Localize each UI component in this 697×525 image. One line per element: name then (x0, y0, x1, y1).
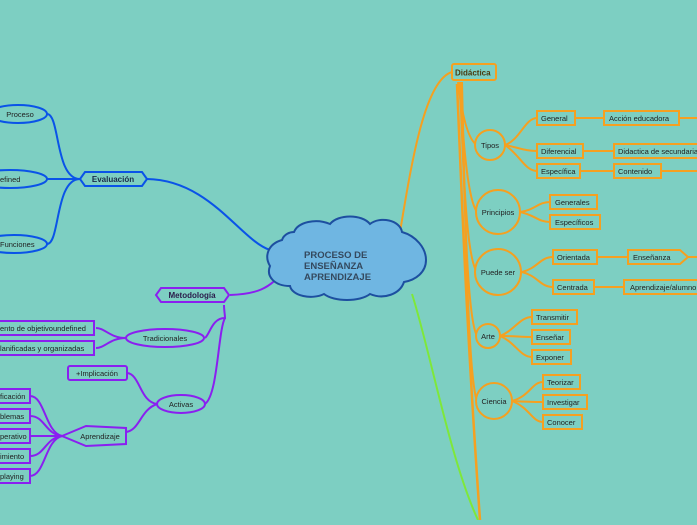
node-exponer-label: Exponer (536, 353, 564, 362)
node-ensenanza-label: Enseñanza (633, 253, 671, 262)
node-ensenar[interactable]: Enseñar (531, 329, 571, 345)
central-title-line3: APRENDIZAJE (304, 272, 371, 283)
node-especifica[interactable]: Específica (536, 163, 581, 179)
node-tradicionales-item1[interactable]: ento de objetivoundefined (0, 320, 95, 336)
node-aprendizaje[interactable]: Aprendizaje (59, 424, 127, 448)
node-didactica-secundaria-label: Didactica de secundaria (618, 147, 697, 156)
node-proceso[interactable]: Proceso (0, 104, 48, 124)
node-ciencia-label: Ciencia (481, 397, 507, 406)
node-tradicionales-label: Tradicionales (143, 334, 188, 343)
node-orientada[interactable]: Orientada (552, 249, 598, 265)
didactica-connectors (399, 71, 697, 521)
node-principios-label: Principios (482, 208, 515, 217)
aprendizaje-item-label: blemas (0, 412, 24, 421)
node-evaluacion-label: Evaluación (92, 175, 134, 184)
node-exponer[interactable]: Exponer (531, 349, 572, 365)
node-especifica-label: Específica (541, 167, 576, 176)
node-activas-label: Activas (169, 400, 193, 409)
node-tradicionales-item2-label: lanificadas y organizadas (0, 344, 84, 353)
node-accion-educadora[interactable]: Acción educadora (603, 110, 680, 126)
aprendizaje-item-box (0, 388, 31, 404)
node-accion-educadora-label: Acción educadora (609, 114, 670, 123)
node-especificos[interactable]: Específicos (549, 214, 601, 230)
node-arte-label: Arte (481, 332, 495, 341)
aprendizaje-item-box (0, 448, 31, 464)
node-tipos[interactable]: Tipos (474, 129, 506, 161)
node-investigar[interactable]: Investigar (542, 394, 588, 410)
node-aprendizaje-alumno[interactable]: Aprendizaje/alumno (623, 279, 697, 295)
node-ciencia[interactable]: Ciencia (475, 382, 513, 420)
node-tradicionales-item1-label: ento de objetivoundefined (0, 324, 86, 333)
node-aprendizaje-label: Aprendizaje (80, 432, 120, 441)
node-activas[interactable]: Activas (156, 394, 206, 414)
node-implicacion[interactable]: +Implicación (67, 365, 128, 381)
aprendizaje-item-label: playing (0, 472, 24, 481)
node-proceso-label: Proceso (6, 110, 34, 119)
node-implicacion-label: +Implicación (76, 369, 118, 378)
node-centrada[interactable]: Centrada (552, 279, 595, 295)
node-metodologia-label: Metodología (168, 291, 216, 300)
node-didactica-secundaria[interactable]: Didactica de secundaria (613, 143, 697, 159)
node-general[interactable]: General (536, 110, 576, 126)
node-tradicionales-item2[interactable]: lanificadas y organizadas (0, 340, 95, 356)
aprendizaje-item[interactable]: ficación (0, 388, 31, 404)
central-cloud-shape (266, 215, 428, 301)
aprendizaje-item-label: ficación (0, 392, 25, 401)
node-diferencial[interactable]: Diferencial (536, 143, 584, 159)
node-centrada-label: Centrada (557, 283, 589, 292)
aprendizaje-item-box (0, 428, 31, 444)
node-especificos-label: Específicos (555, 218, 594, 227)
central-topic[interactable]: PROCESO DE ENSEÑANZA APRENDIZAJE (266, 215, 428, 301)
aprendizaje-item[interactable]: playing (0, 468, 31, 484)
node-conocer-label: Conocer (547, 418, 576, 427)
node-metodologia[interactable]: Metodología (154, 287, 231, 303)
node-didactica-label: Didáctica (455, 69, 491, 78)
node-teorizar-label: Teorizar (547, 378, 574, 387)
aprendizaje-item-box (0, 468, 31, 484)
node-aprendizaje-alumno-label: Aprendizaje/alumno (630, 283, 696, 292)
node-evaluacion[interactable]: Evaluación (78, 171, 149, 187)
node-funciones[interactable]: Funciones (0, 234, 48, 254)
aprendizaje-item-label: imiento (0, 452, 24, 461)
green-branch-connector (411, 293, 479, 521)
node-didactica[interactable]: Didáctica (451, 63, 497, 81)
node-conocer[interactable]: Conocer (542, 414, 583, 430)
node-principios[interactable]: Principios (475, 189, 521, 235)
node-funciones-label: Funciones (0, 240, 35, 249)
node-arte[interactable]: Arte (475, 323, 501, 349)
node-puede-ser-label: Puede ser (481, 268, 516, 277)
central-title-line2: ENSEÑANZA (304, 261, 363, 272)
node-generales[interactable]: Generales (549, 194, 598, 210)
node-teorizar[interactable]: Teorizar (542, 374, 581, 390)
aprendizaje-items: ficación blemas perativo imiento playing (0, 388, 31, 484)
node-general-label: General (541, 114, 568, 123)
aprendizaje-item-label: perativo (0, 432, 27, 441)
node-puede-ser[interactable]: Puede ser (474, 248, 522, 296)
node-defined[interactable]: efined (0, 169, 48, 189)
node-ensenar-label: Enseñar (536, 333, 564, 342)
node-orientada-label: Orientada (557, 253, 591, 262)
node-contenido-label: Contenido (618, 167, 652, 176)
evaluacion-connectors (46, 113, 271, 251)
node-transmitir[interactable]: Transmitir (531, 309, 578, 325)
node-investigar-label: Investigar (547, 398, 580, 407)
node-transmitir-label: Transmitir (536, 313, 570, 322)
aprendizaje-item[interactable]: blemas (0, 408, 31, 424)
node-diferencial-label: Diferencial (541, 147, 577, 156)
aprendizaje-item[interactable]: imiento (0, 448, 31, 464)
node-generales-label: Generales (555, 198, 590, 207)
central-title-line1: PROCESO DE (304, 250, 367, 261)
aprendizaje-item-box (0, 408, 31, 424)
node-tradicionales[interactable]: Tradicionales (125, 328, 205, 348)
aprendizaje-item[interactable]: perativo (0, 428, 31, 444)
node-defined-label: efined (0, 175, 20, 184)
node-ensenanza[interactable]: Enseñanza (627, 249, 690, 265)
node-tipos-label: Tipos (481, 141, 499, 150)
node-contenido[interactable]: Contenido (613, 163, 662, 179)
